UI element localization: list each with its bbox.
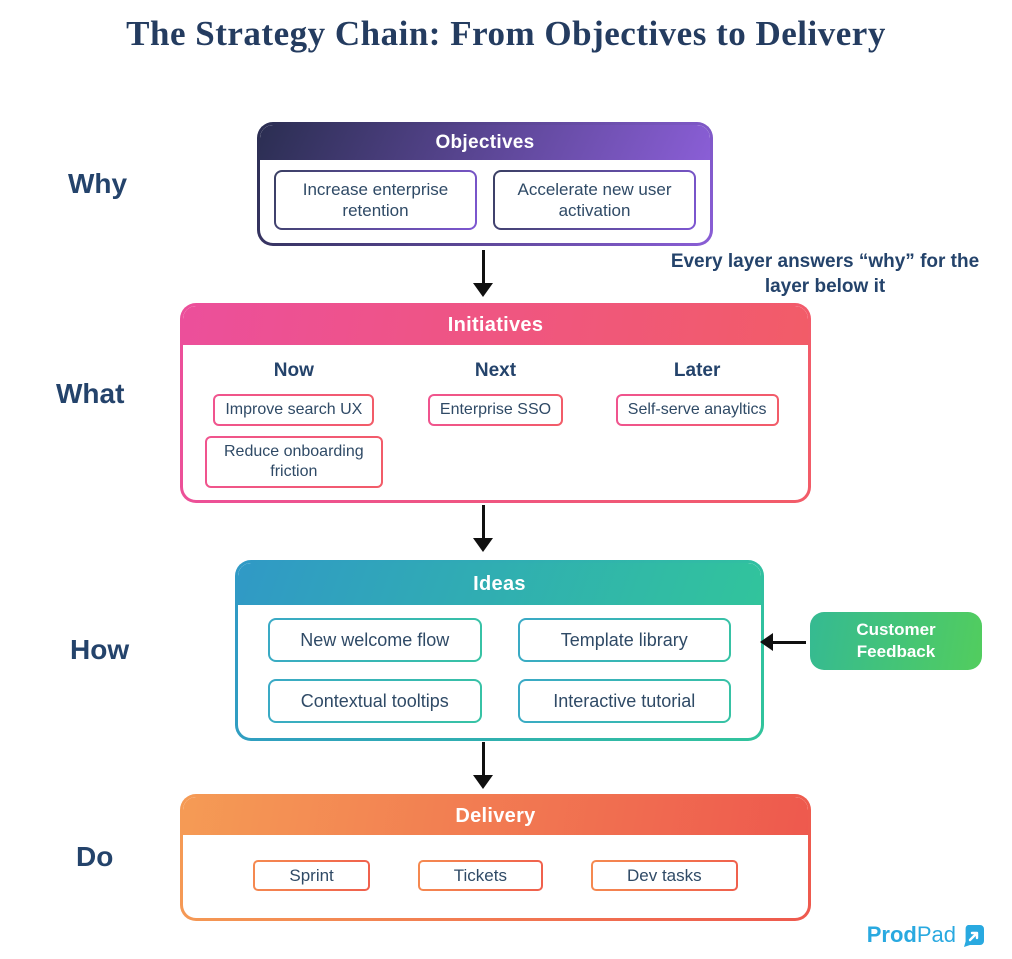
- ideas-header: Ideas: [238, 563, 761, 605]
- annotation-text: Every layer answers “why” for the layer …: [670, 251, 980, 297]
- logo-text-prod: Prod: [866, 922, 917, 947]
- column-heading: Next: [474, 360, 517, 381]
- arrow-down-icon: [472, 250, 494, 297]
- column-next: Next Enterprise SSO: [407, 360, 585, 488]
- initiatives-header: Initiatives: [183, 306, 808, 345]
- stage-label-do: Do: [76, 841, 114, 872]
- idea-chip: Contextual tooltips: [268, 679, 482, 723]
- page-title: The Strategy Chain: From Objectives to D…: [126, 14, 886, 53]
- column-heading: Now: [273, 360, 314, 381]
- objective-chip: Accelerate new user activation: [493, 170, 696, 230]
- stage-label-how: How: [70, 634, 130, 665]
- delivery-chip: Sprint: [253, 860, 369, 891]
- idea-chip: New welcome flow: [268, 618, 482, 662]
- delivery-chip: Tickets: [418, 860, 543, 891]
- prodpad-logo: ProdPad: [867, 922, 986, 948]
- initiatives-box: Initiatives Now Improve search UX Reduce…: [180, 303, 811, 503]
- initiative-chip: Enterprise SSO: [428, 394, 563, 426]
- idea-chip: Template library: [518, 618, 732, 662]
- delivery-header: Delivery: [183, 797, 808, 835]
- initiatives-content: Now Improve search UX Reduce onboarding …: [183, 345, 808, 498]
- stage-label-why: Why: [68, 168, 128, 199]
- arrow-left-icon: [760, 632, 806, 652]
- objectives-box: Objectives Increase enterprise retention…: [257, 122, 713, 246]
- customer-feedback-badge: Customer Feedback: [810, 612, 982, 670]
- ideas-box: Ideas New welcome flow Template library …: [235, 560, 764, 741]
- objectives-content: Increase enterprise retention Accelerate…: [260, 160, 710, 240]
- column-heading: Later: [673, 360, 721, 381]
- initiative-chip: Reduce onboarding friction: [205, 436, 383, 488]
- delivery-box: Delivery Sprint Tickets Dev tasks: [180, 794, 811, 921]
- objective-chip: Increase enterprise retention: [274, 170, 477, 230]
- column-later: Later Self-serve anayltics: [608, 360, 786, 488]
- logo-text-pad: Pad: [916, 922, 956, 947]
- ideas-content: New welcome flow Template library Contex…: [238, 605, 761, 736]
- objectives-header: Objectives: [260, 125, 710, 160]
- delivery-chip: Dev tasks: [591, 860, 738, 891]
- arrow-down-icon: [472, 505, 494, 552]
- delivery-content: Sprint Tickets Dev tasks: [183, 835, 808, 891]
- initiative-chip: Self-serve anayltics: [616, 394, 779, 426]
- initiative-chip: Improve search UX: [213, 394, 374, 426]
- idea-chip: Interactive tutorial: [518, 679, 732, 723]
- column-now: Now Improve search UX Reduce onboarding …: [205, 360, 383, 488]
- arrow-down-icon: [472, 742, 494, 789]
- prodpad-icon: [961, 923, 986, 948]
- stage-label-what: What: [56, 378, 125, 409]
